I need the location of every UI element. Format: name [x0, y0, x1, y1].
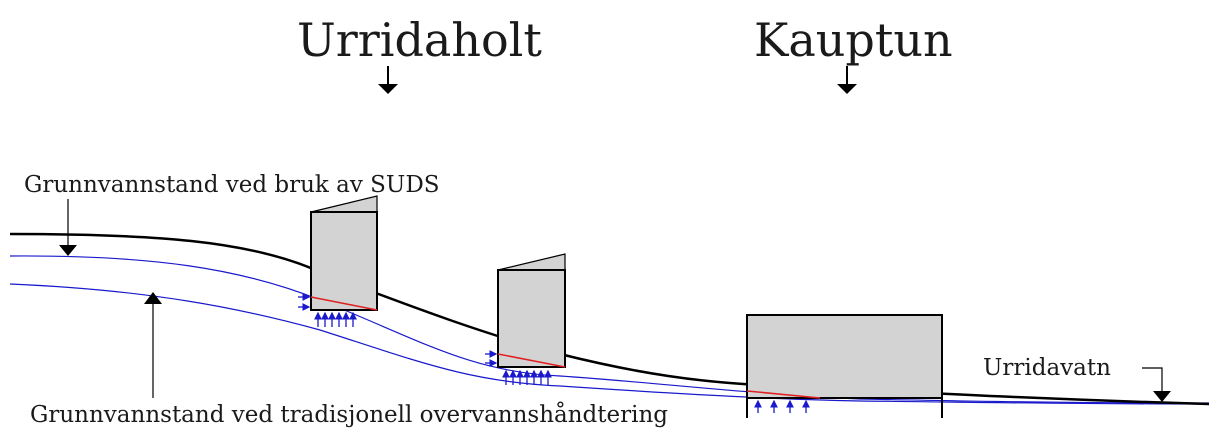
label-traditional-groundwater: Grunnvannstand ved tradisjonell overvann…: [30, 401, 668, 428]
groundwater-traditional-line: [9, 283, 1209, 405]
upward-flow-arrows: [314, 311, 357, 327]
label-suds-groundwater: Grunnvannstand ved bruk av SUDS: [24, 172, 440, 198]
traditional-pointer-arrow-icon: [144, 292, 162, 398]
suds-pointer-arrow-icon: [59, 199, 77, 256]
building-kauptun: [746, 314, 943, 418]
lateral-flow-arrows: [298, 293, 311, 311]
urridaholt-arrow-icon: [378, 66, 398, 94]
kauptun-arrow-icon: [837, 66, 857, 94]
upward-flow-arrows: [502, 369, 552, 385]
contact-line: [310, 296, 378, 311]
building-urridaholt-2: [485, 253, 566, 385]
label-urridavatn: Urridavatn: [983, 355, 1111, 381]
lake-pointer-arrow-icon: [1142, 367, 1171, 402]
title-kauptun: Kauptun: [754, 13, 953, 67]
building-urridaholt-1: [298, 195, 378, 327]
groundwater-suds-line: [9, 255, 1209, 404]
contact-line: [746, 390, 821, 399]
contact-line: [497, 353, 566, 368]
title-urridaholt: Urridaholt: [297, 13, 542, 67]
lateral-flow-arrows: [485, 350, 498, 367]
upward-flow-arrows: [754, 399, 810, 413]
